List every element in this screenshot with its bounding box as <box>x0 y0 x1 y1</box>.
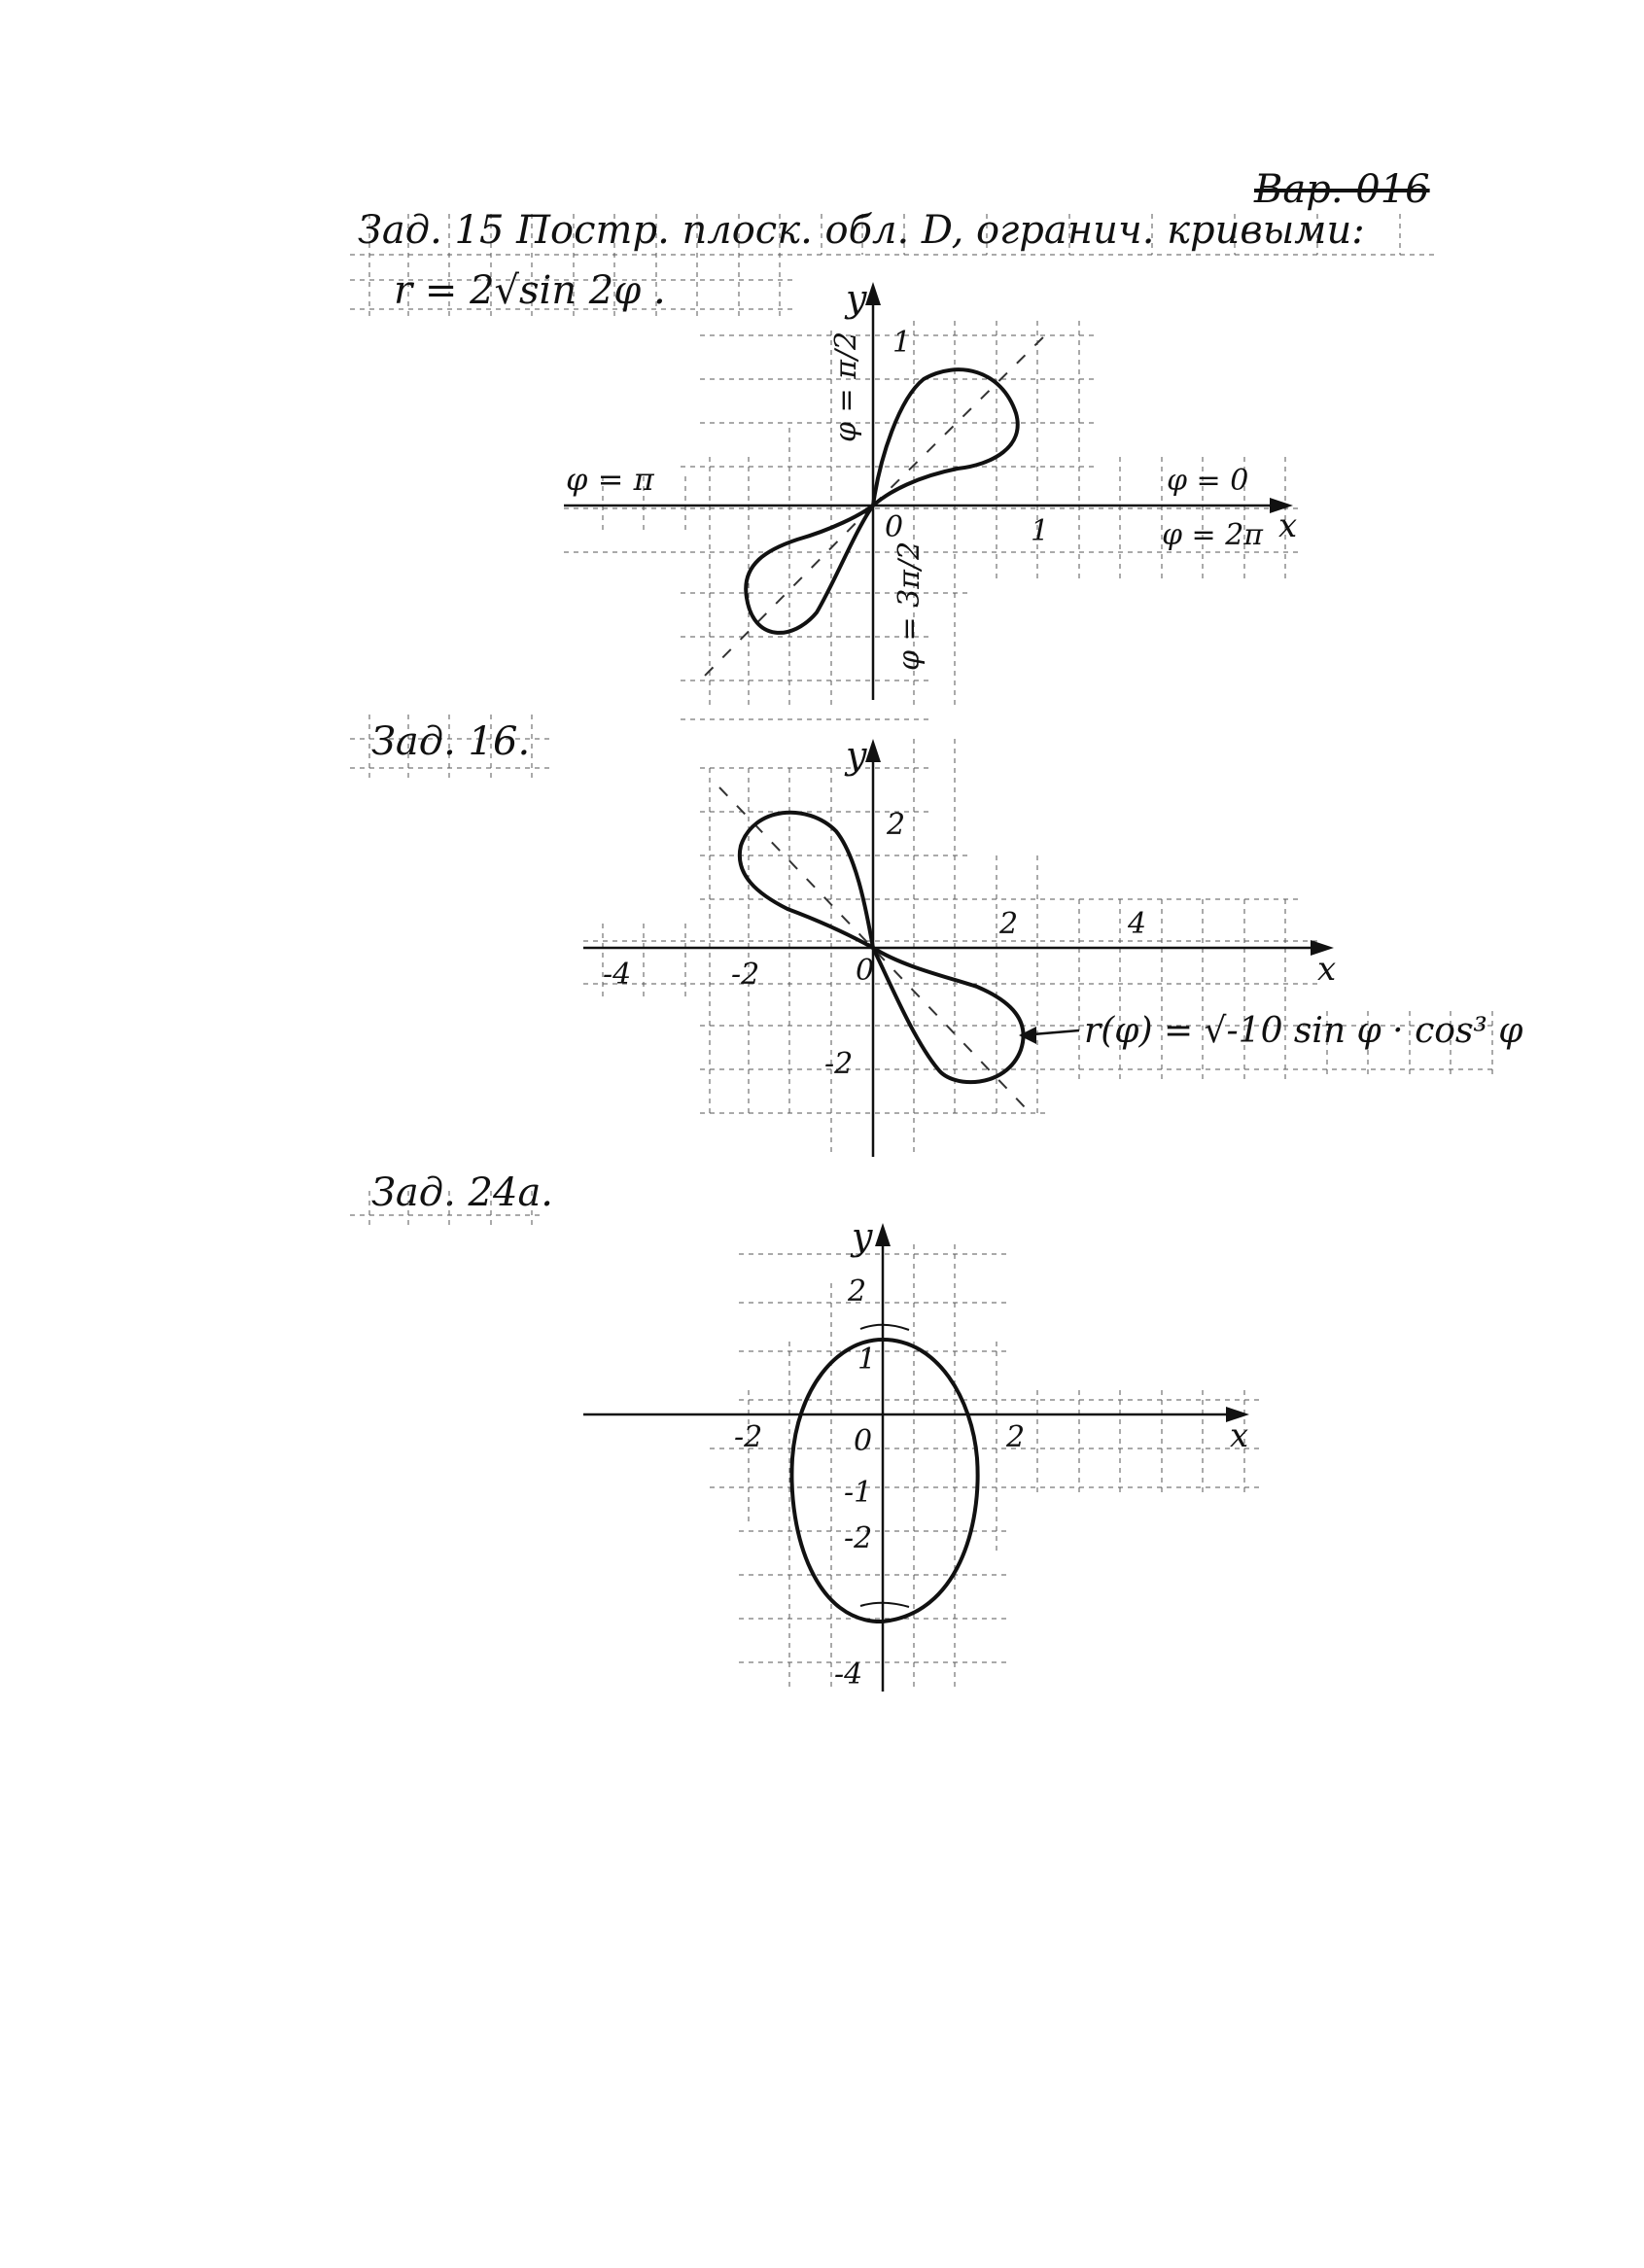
task24-tick-x-2: 2 <box>1005 1420 1025 1454</box>
task16: Зад. 16. <box>350 715 1523 1157</box>
plot1-guide-ray <box>872 330 1051 506</box>
plot1-phi-pi-half: φ = π/2 <box>829 331 863 442</box>
task24-tick-y-2: 2 <box>847 1274 866 1308</box>
plot1-phi-two-pi: φ = 2π <box>1162 518 1264 552</box>
task24-arc-bottom <box>859 1601 910 1608</box>
plot1-guide-ray-neg <box>699 505 874 681</box>
task24-origin-label: 0 <box>854 1424 872 1458</box>
task24-y-label: y <box>850 1215 873 1258</box>
plot1-phi-three-pi-half: φ = 3π/2 <box>892 541 927 671</box>
task24-title-grid <box>350 1191 544 1227</box>
task24-arc-top <box>859 1323 910 1331</box>
task16-tick-y-neg2: -2 <box>824 1047 853 1081</box>
task16-formula: r(φ) = √-10 sin φ · cos³ φ <box>1084 1011 1523 1051</box>
plot1-y-label: y <box>844 277 867 320</box>
task24-tick-y-neg2: -2 <box>844 1521 872 1555</box>
plot1-phi-pi: φ = π <box>566 461 655 498</box>
plot1-grid <box>564 321 1303 720</box>
task16-y-label: y <box>844 734 867 777</box>
variant-label: Вар. 016 <box>1253 167 1430 212</box>
task24-tick-x-neg2: -2 <box>734 1420 762 1454</box>
task16-lobe-q2 <box>737 810 876 952</box>
task16-origin-label: 0 <box>856 954 874 988</box>
header: Вар. 016 Зад. 15 Постр. плоск. обл. D, о… <box>350 167 1439 321</box>
task24: Зад. 24а. <box>350 1170 1264 1692</box>
task24-x-arrow <box>1226 1407 1249 1422</box>
plot1-x-arrow <box>1270 498 1293 513</box>
task16-lobe-q4 <box>868 942 1026 1085</box>
task16-tick-x-2: 2 <box>998 907 1018 941</box>
task24-x-label: x <box>1230 1416 1248 1455</box>
plot1-lobe-q3 <box>744 504 875 635</box>
plot1-x-label: x <box>1278 506 1297 545</box>
task16-formula-arrowhead <box>1019 1027 1036 1044</box>
header-grid <box>350 214 1439 321</box>
task16-tick-x-neg4: -4 <box>603 958 631 992</box>
task15-title: Зад. 15 Постр. плоск. обл. D, огранич. к… <box>358 208 1365 253</box>
task24-y-arrow <box>875 1223 891 1246</box>
task15-formula: r = 2√sin 2φ . <box>394 268 666 313</box>
plot1-lemniscate: y x 0 1 1 φ = π/2 φ = π φ = 0 φ = 2π φ =… <box>564 277 1303 720</box>
task16-x-arrow <box>1311 940 1334 956</box>
task16-title: Зад. 16. <box>371 719 530 764</box>
plot1-y-arrow <box>865 282 881 305</box>
task24-title: Зад. 24а. <box>371 1170 553 1215</box>
task24-tick-y-neg1: -1 <box>844 1476 872 1510</box>
task16-tick-x-4: 4 <box>1127 907 1146 941</box>
plot1-tick-x: 1 <box>1031 514 1049 548</box>
plot1-origin-label: 0 <box>885 510 903 544</box>
task24-ellipse <box>789 1337 980 1624</box>
plot1-tick-y: 1 <box>892 326 911 360</box>
plot1-lobe-q1 <box>870 367 1020 511</box>
task16-y-arrow <box>865 739 881 762</box>
task16-tick-x-neg2: -2 <box>731 958 759 992</box>
task16-title-grid <box>350 715 554 778</box>
task24-tick-y-1: 1 <box>857 1343 876 1377</box>
task24-tick-y-neg4: -4 <box>834 1657 862 1692</box>
task24-grid <box>710 1244 1264 1692</box>
task16-x-label: x <box>1317 950 1336 989</box>
task16-tick-y-2: 2 <box>886 808 905 842</box>
plot1-phi-zero: φ = 0 <box>1167 464 1248 498</box>
